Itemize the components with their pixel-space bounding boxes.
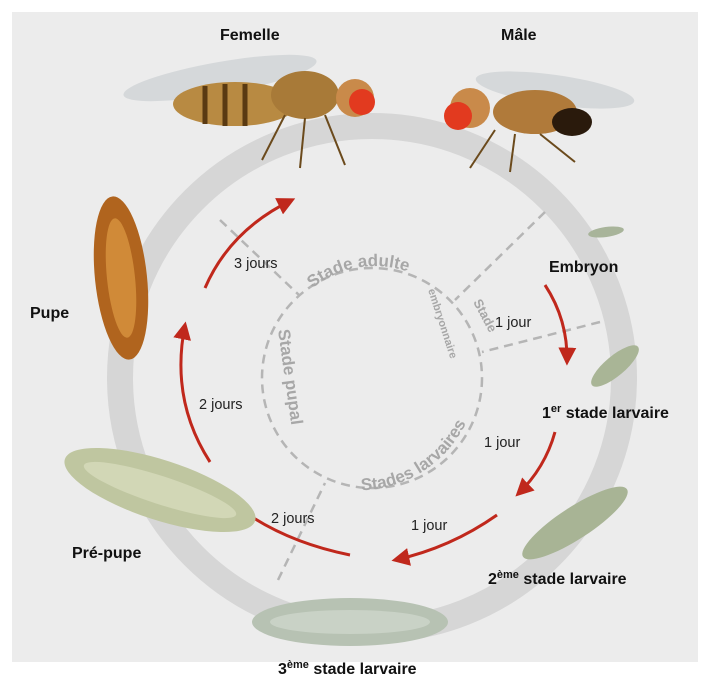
label-stade-l1: 1er stade larvaire bbox=[542, 403, 669, 422]
duration-l2-l3: 1 jour bbox=[411, 518, 447, 534]
label-male: Mâle bbox=[501, 27, 537, 44]
duration-l3-prepupe: 2 jours bbox=[271, 511, 315, 527]
duration-l1-l2: 1 jour bbox=[484, 435, 520, 451]
label-embryon: Embryon bbox=[549, 259, 618, 276]
duration-embryon-l1: 1 jour bbox=[495, 315, 531, 331]
label-prepupe: Pré-pupe bbox=[72, 545, 141, 562]
label-pupe: Pupe bbox=[30, 305, 69, 322]
larva-l3-image bbox=[252, 598, 448, 646]
label-femelle: Femelle bbox=[220, 27, 280, 44]
duration-pupe-adulte: 3 jours bbox=[234, 256, 278, 272]
label-stade-l3: 3ème stade larvaire bbox=[278, 659, 417, 678]
duration-prepupe-pupe: 2 jours bbox=[199, 397, 243, 413]
